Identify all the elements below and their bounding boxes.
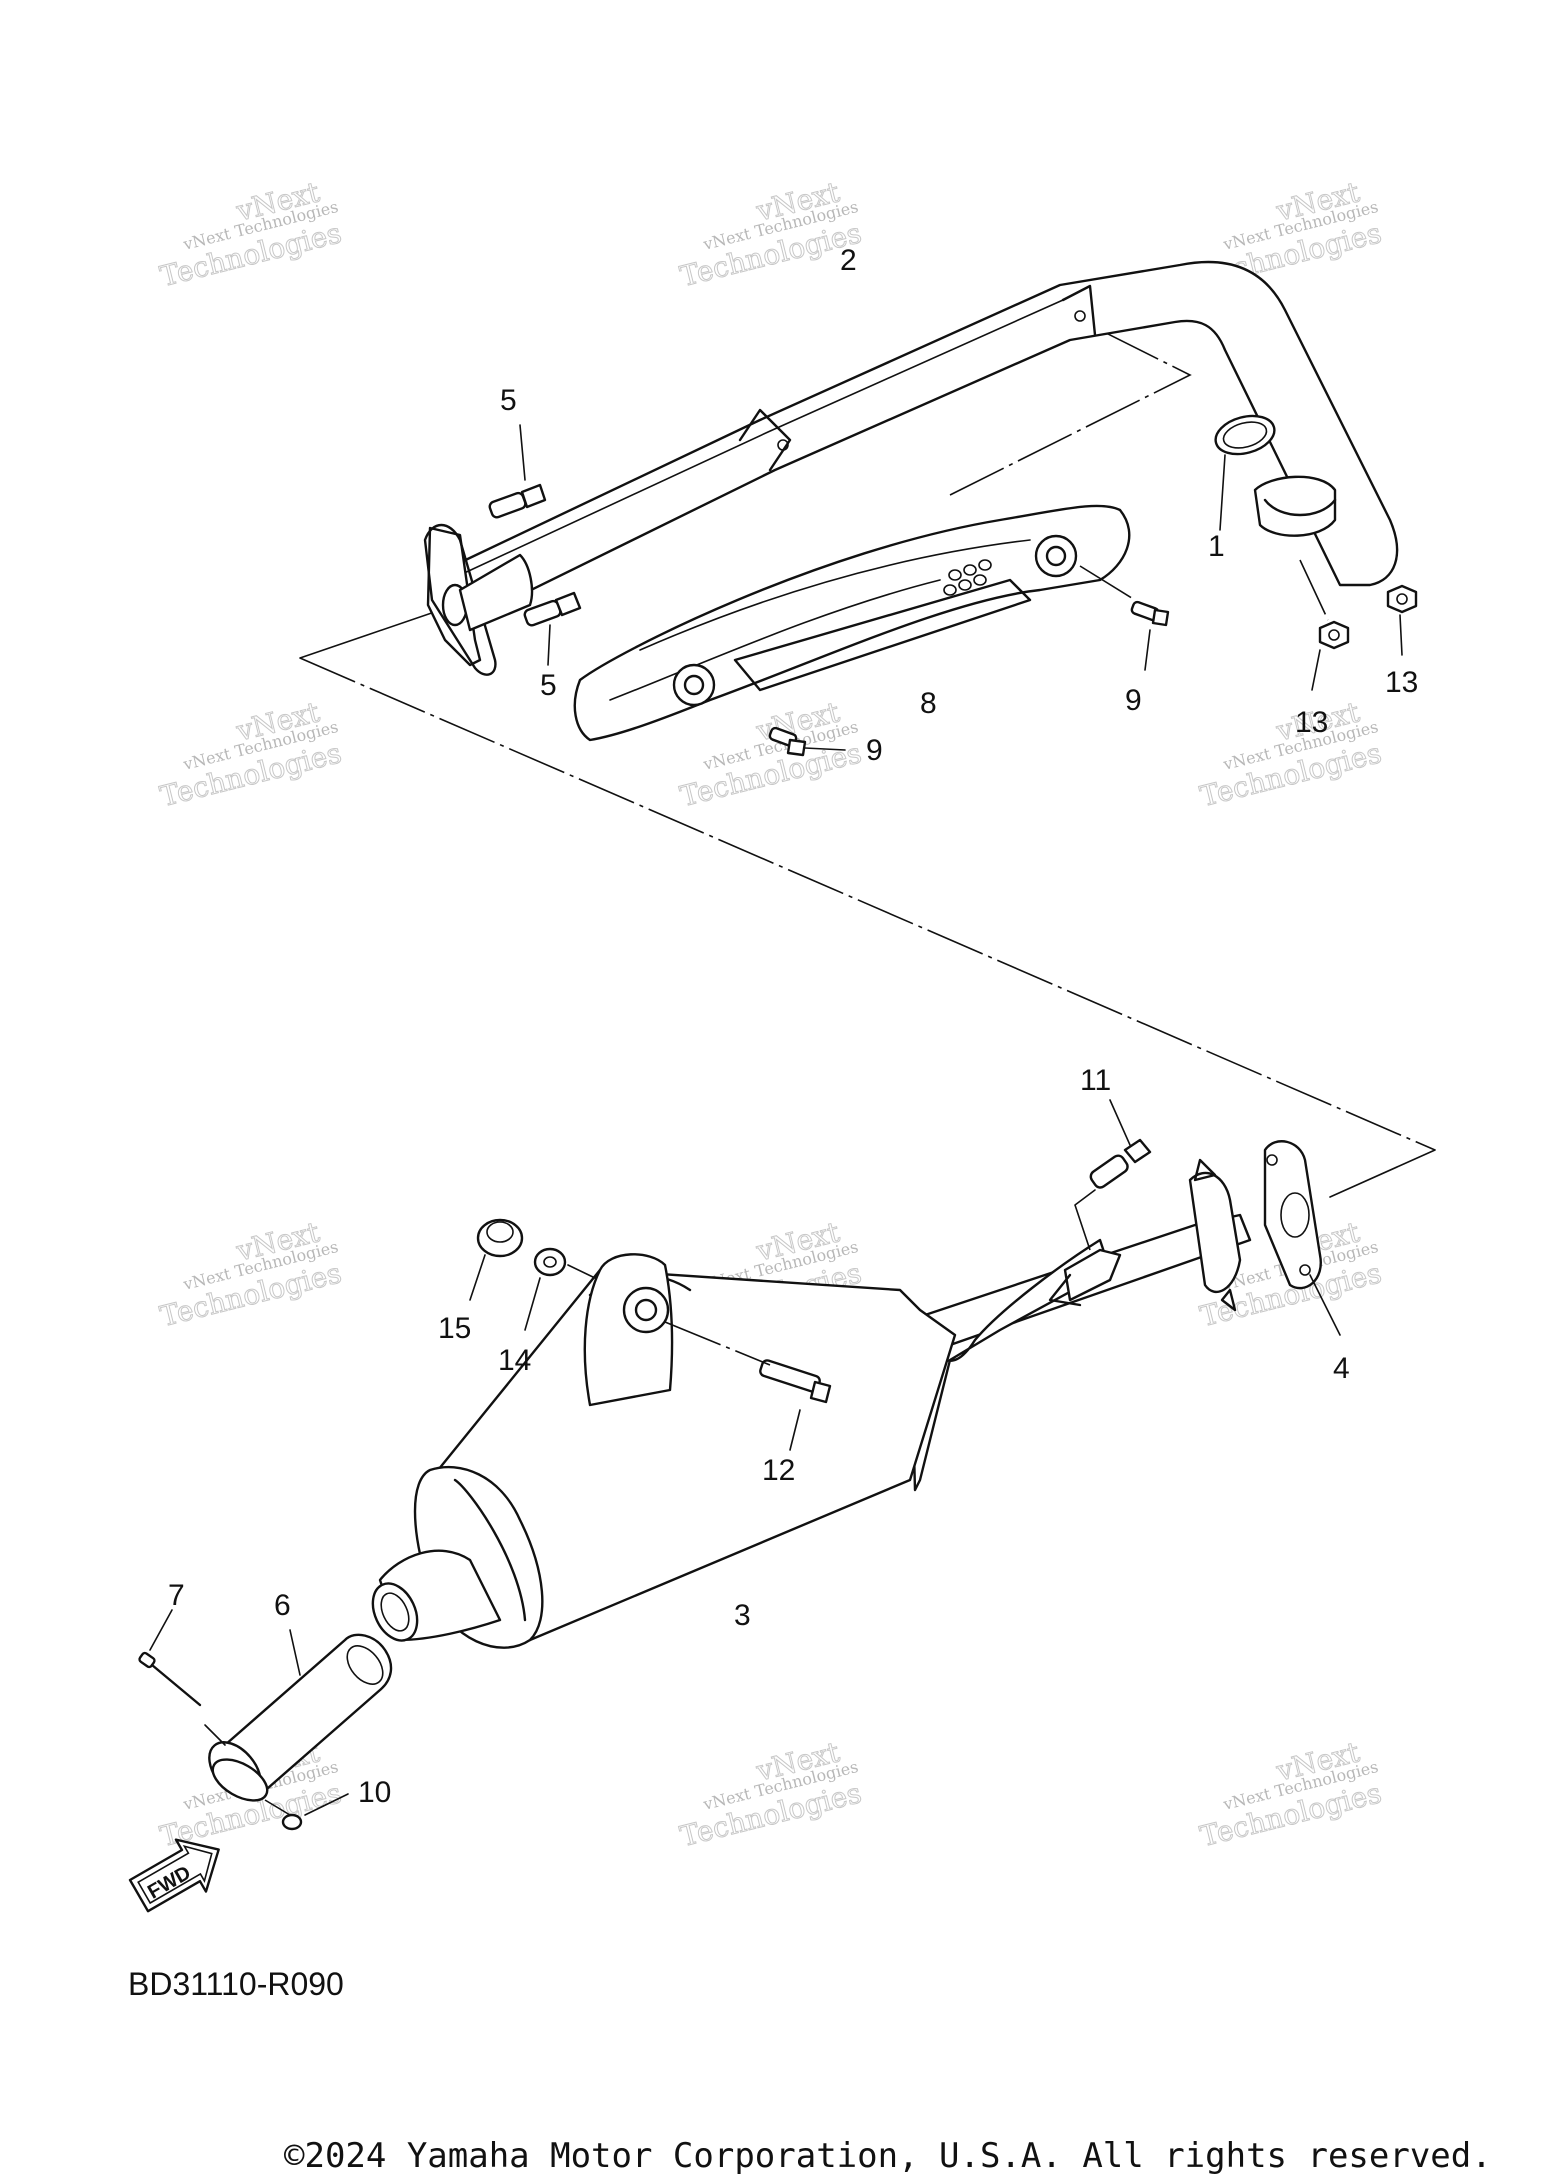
callout-part-1: 1 [1208, 530, 1225, 563]
watermark: vNext Technologies Technologies vNext [676, 695, 865, 814]
washer [524, 1247, 596, 1331]
callout-part-14: 14 [498, 1344, 531, 1377]
flange-gasket [1188, 1140, 1341, 1336]
callout-part-7: 7 [168, 1579, 185, 1612]
vent-holes [943, 559, 992, 596]
watermark: vNext Technologies Technologies vNext [156, 695, 345, 814]
watermark: vNext Technologies Technologies vNext [1196, 1735, 1385, 1854]
screw [138, 1609, 226, 1746]
callout-part-10: 10 [358, 1776, 391, 1809]
callout-part-15: 15 [438, 1312, 471, 1345]
spark-arrester [208, 1629, 393, 1802]
bolt [1079, 565, 1170, 671]
callout-part-8: 8 [920, 687, 937, 720]
callout-part-12: 12 [762, 1454, 795, 1487]
flange-nut [1386, 584, 1418, 656]
flange-nut [1299, 559, 1350, 691]
watermark: vNext Technologies Technologies vNext [676, 1735, 865, 1854]
callout-part-3: 3 [734, 1599, 751, 1632]
callout-part-13-left: 13 [1295, 706, 1328, 739]
small-nut [264, 1793, 349, 1831]
diagram-code: BD31110-R090 [128, 1966, 344, 2002]
bolt [664, 1321, 832, 1451]
callout-part-6: 6 [274, 1589, 291, 1622]
callout-part-5-upper: 5 [500, 384, 517, 417]
fasteners-lower [469, 1099, 1152, 1451]
heat-protector [573, 504, 1131, 742]
flange-nut [469, 1218, 524, 1301]
callout-part-13-right: 13 [1385, 666, 1418, 699]
gasket [1214, 414, 1276, 531]
callouts: 1 2 3 4 5 5 6 7 8 9 9 10 11 12 13 13 14 … [168, 244, 1418, 1809]
callout-part-9-right: 9 [1125, 684, 1142, 717]
bolt [1089, 1099, 1152, 1189]
callout-part-9-left: 9 [866, 734, 883, 767]
callout-part-4: 4 [1333, 1352, 1350, 1385]
watermark: vNext Technologies Technologies vNext [156, 175, 345, 294]
exhaust-pipe [423, 260, 1399, 676]
bolt [488, 424, 547, 519]
watermark: vNext Technologies Technologies vNext [1196, 695, 1385, 814]
bolt [523, 591, 582, 666]
watermark: vNext Technologies Technologies vNext [156, 1215, 345, 1334]
callout-part-11: 11 [1080, 1064, 1111, 1097]
fasteners-upper [488, 424, 1418, 757]
callout-part-2: 2 [840, 244, 857, 277]
assembly-guide-lines [299, 319, 1436, 1198]
copyright-notice: ©2024 Yamaha Motor Corporation, U.S.A. A… [284, 2136, 1492, 2176]
callout-part-5-lower: 5 [540, 669, 557, 702]
watermark: vNext Technologies Technologies vNext [676, 175, 865, 294]
bracket-clamp [1048, 1189, 1122, 1307]
bolt [768, 726, 846, 757]
